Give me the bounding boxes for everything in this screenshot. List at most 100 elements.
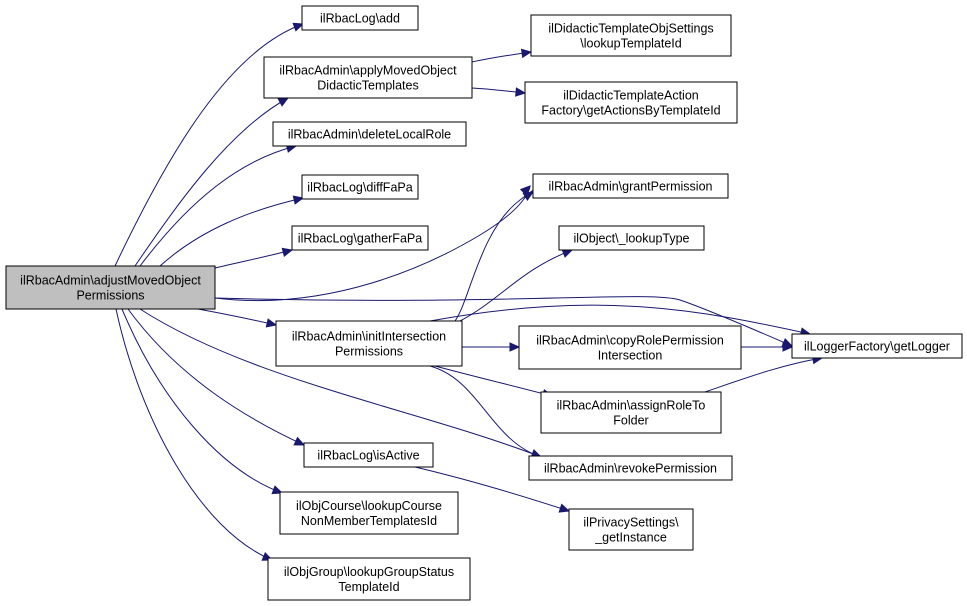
edge-line [704,357,823,393]
node-label-line: DidacticTemplates [317,79,418,93]
node-gatherFaPa[interactable]: ilRbacLog\gatherFaPa [291,225,429,251]
node-label-line: Folder [613,414,648,428]
edge-adjust-to-logAdd [114,22,305,267]
arrowhead [522,191,535,202]
arrowhead [558,503,571,513]
node-label-line: _getInstance [594,531,667,545]
node-deleteRole[interactable]: ilRbacAdmin\deleteLocalRole [272,121,467,147]
node-box [532,173,729,199]
arrowhead [292,195,305,205]
node-didSettings[interactable]: ilDidacticTemplateObjSettings\lookupTemp… [530,14,732,57]
edge-applyMoved-to-didSettings [471,48,533,63]
edge-line [139,308,542,458]
arrowhead [265,318,278,328]
node-box [301,174,419,200]
node-label-line: ilObject\_lookupType [573,232,689,246]
arrowhead [782,342,794,352]
node-privacy[interactable]: ilPrivacySettings\_getInstance [568,508,694,551]
arrowhead [561,248,574,258]
node-label-line: NonMemberTemplatesId [301,514,437,528]
node-label-line: ilLoggerFactory\getLogger [804,340,950,354]
edge-isActive-to-privacy [414,466,571,513]
node-label-line: \lookupTemplateId [580,37,682,51]
node-label-line: ilRbacAdmin\initIntersection [292,330,446,344]
node-label-line: ilRbacLog\add [320,12,400,26]
node-box [291,225,429,251]
edge-line [115,308,273,561]
node-box [5,265,216,310]
node-label-line: Permissions [76,289,144,303]
node-lookupType[interactable]: ilObject\_lookupType [558,225,705,251]
edge-line [429,304,811,335]
edge-adjust-to-initInter [197,308,278,328]
edge-line [127,308,305,446]
node-box [272,121,467,147]
edge-initInter-to-revokePerm [429,365,543,459]
node-box [301,5,419,31]
node-diffFaPa[interactable]: ilRbacLog\diffFaPa [301,174,419,200]
node-box [530,14,732,57]
edge-adjust-to-courseTpl [121,308,284,495]
edge-copyRole-to-logger [740,342,794,352]
edge-line [454,183,543,322]
edge-line [134,97,289,267]
node-grantPerm[interactable]: ilRbacAdmin\grantPermission [532,173,729,199]
node-box [791,333,963,359]
edge-line [197,308,277,326]
node-label-line: TemplateId [338,580,399,594]
node-label-line: Factory\getActionsByTemplateId [541,104,720,118]
edge-line [414,466,570,512]
node-box [303,442,434,468]
node-label-line: ilPrivacySettings\ [583,516,679,530]
edge-initInter-to-copyRole [461,342,521,352]
node-label-line: ilDidacticTemplateAction [563,89,699,103]
node-isActive[interactable]: ilRbacLog\isActive [303,442,434,468]
edge-adjust-to-gatherFaPa [214,247,294,269]
arrowhead [519,185,531,197]
node-box [263,56,473,99]
node-label-line: ilRbacAdmin\copyRolePermission [536,334,724,348]
edge-line [159,197,304,267]
node-label-line: ilRbacAdmin\deleteLocalRole [288,128,451,142]
node-didActions[interactable]: ilDidacticTemplateActionFactory\getActio… [524,81,738,124]
edge-line [214,249,293,269]
node-label-line: ilRbacAdmin\assignRoleTo [557,399,706,413]
call-edges [114,22,824,561]
node-box [524,81,738,124]
edge-line [459,249,573,322]
node-label-line: Permissions [335,345,403,359]
function-nodes: ilRbacAdmin\adjustMovedObjectPermissions… [5,5,963,601]
node-box [267,557,471,601]
edge-line [214,296,793,347]
node-logger[interactable]: ilLoggerFactory\getLogger [791,333,963,359]
edge-adjust-to-deleteRole [139,143,298,267]
node-label-line: ilRbacAdmin\adjustMovedObject [20,274,201,288]
node-courseTpl[interactable]: ilObjCourse\lookupCourseNonMemberTemplat… [279,491,459,535]
node-label-line: ilRbacLog\diffFaPa [307,181,412,195]
arrowhead [509,342,521,352]
node-box [528,455,733,481]
edge-line [114,23,304,267]
node-label-line: ilRbacLog\gatherFaPa [298,232,422,246]
node-label-line: ilObjGroup\lookupGroupStatus [284,565,454,579]
node-label-line: ilDidacticTemplateObjSettings [548,22,713,36]
edge-line [121,308,283,494]
node-box [558,225,705,251]
edge-adjust-to-diffFaPa [159,195,305,267]
edge-adjust-to-isActive [127,308,306,446]
edge-initInter-to-assignRole [434,365,554,399]
arrowhead [277,97,290,107]
node-label-line: Intersection [598,349,663,363]
node-box [518,325,742,370]
node-label-line: ilRbacAdmin\applyMovedObject [279,64,457,78]
node-box [279,491,459,535]
node-logAdd[interactable]: ilRbacLog\add [301,5,419,31]
node-copyRole[interactable]: ilRbacAdmin\copyRolePermissionIntersecti… [518,325,742,370]
node-applyMoved[interactable]: ilRbacAdmin\applyMovedObjectDidacticTemp… [263,56,473,99]
node-revokePerm[interactable]: ilRbacAdmin\revokePermission [528,455,733,481]
